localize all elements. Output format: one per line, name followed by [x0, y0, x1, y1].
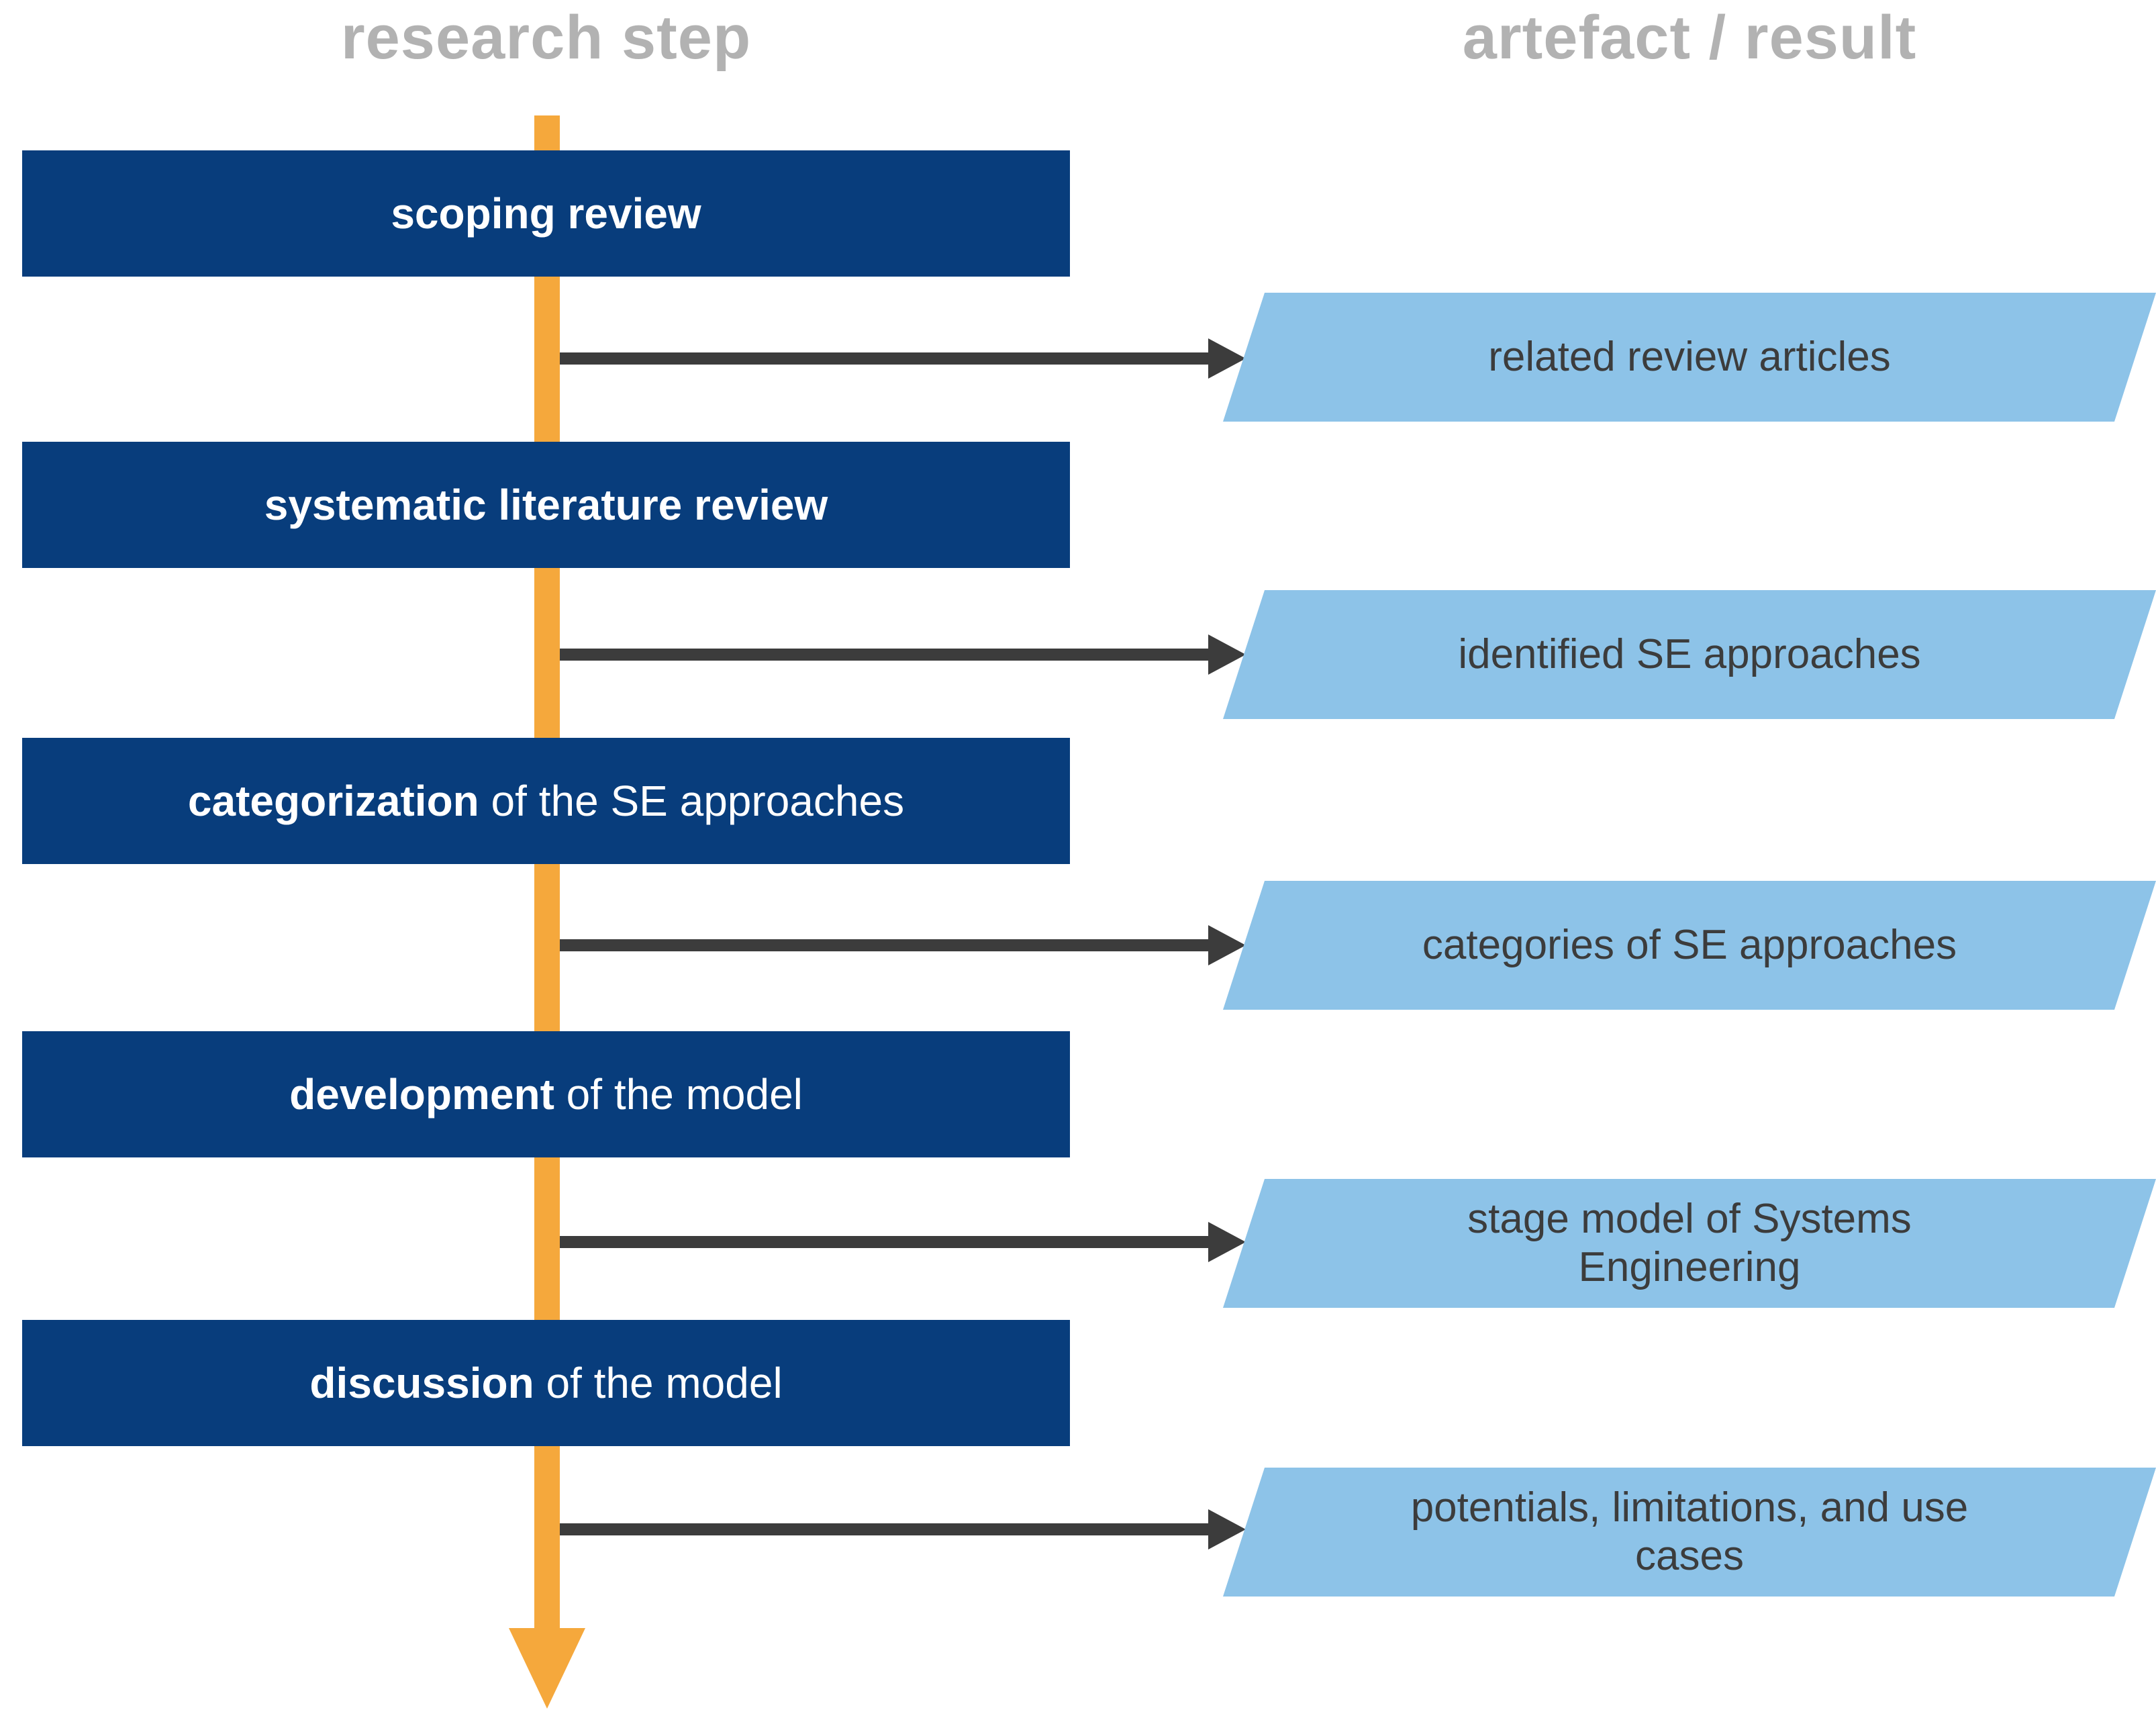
column-header-artefact-result: artefact / result [1462, 3, 1917, 72]
step-label-emphasis: categorization [187, 776, 479, 825]
artefact-label: categories of SE approaches [1422, 922, 1957, 969]
artefact-box-related-review-articles: related review articles [1223, 293, 2156, 422]
step-label-emphasis: scoping review [391, 189, 701, 238]
step-box-scoping-review: scoping review [22, 150, 1070, 277]
down-arrow-icon [509, 1628, 585, 1709]
column-header-research-step: research step [340, 3, 752, 72]
artefact-box-identified-se-approaches: identified SE approaches [1223, 590, 2156, 719]
connector-line-3 [546, 939, 1210, 951]
right-arrow-icon-4 [1208, 1222, 1246, 1262]
connector-line-5 [546, 1523, 1210, 1535]
step-box-systematic-literature-review: systematic literature review [22, 442, 1070, 568]
step-label-rest: of the model [534, 1358, 783, 1407]
step-label-rest: of the model [554, 1069, 803, 1118]
right-arrow-icon-5 [1208, 1509, 1246, 1550]
artefact-label: stage model of Systems Engineering [1467, 1196, 1912, 1290]
artefact-box-categories-of-se-approaches: categories of SE approaches [1223, 881, 2156, 1010]
artefact-label: potentials, limitations, and use cases [1410, 1484, 1969, 1579]
step-label-emphasis: discussion [309, 1358, 534, 1407]
step-box-discussion: discussion of the model [22, 1320, 1070, 1446]
step-box-categorization: categorization of the SE approaches [22, 738, 1070, 864]
artefact-label: related review articles [1488, 334, 1891, 381]
step-label-rest: of the SE approaches [479, 776, 905, 825]
connector-line-2 [546, 649, 1210, 661]
step-box-development: development of the model [22, 1031, 1070, 1157]
step-label-emphasis: systematic literature review [264, 480, 828, 529]
connector-line-1 [546, 352, 1210, 365]
artefact-box-stage-model: stage model of Systems Engineering [1223, 1179, 2156, 1308]
step-label-emphasis: development [289, 1069, 554, 1118]
connector-line-4 [546, 1236, 1210, 1248]
artefact-box-potentials-limitations-use-cases: potentials, limitations, and use cases [1223, 1468, 2156, 1597]
artefact-label: identified SE approaches [1458, 631, 1921, 678]
